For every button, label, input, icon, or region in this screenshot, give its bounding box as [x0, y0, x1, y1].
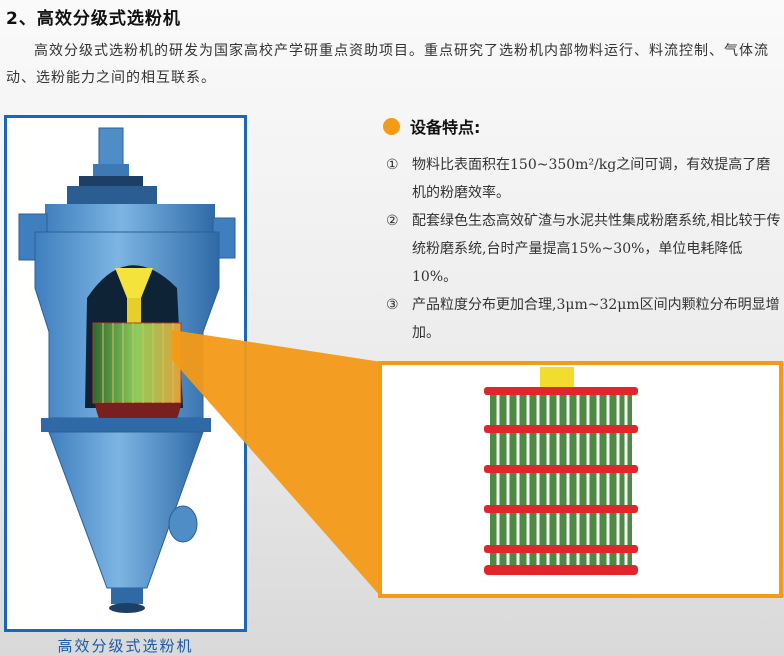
feature-number: ② — [386, 213, 399, 229]
features-title-text: 设备特点: — [410, 118, 481, 137]
separator-machine-illustration — [18, 127, 236, 613]
feature-text: 物料比表面积在150~350m²/kg之间可调，有效提高了磨机的粉磨效率。 — [412, 157, 771, 201]
feature-text: 产品粒度分布更加合理,3μm~32μm区间内颗粒分布明显增加。 — [412, 297, 780, 341]
features-title: 设备特点: — [383, 114, 480, 138]
rotor-cage-illustration — [484, 367, 638, 575]
orange-bullet-icon — [383, 117, 400, 135]
photo-caption: 高效分级式选粉机 — [57, 637, 194, 655]
features-list: ① 物料比表面积在150~350m²/kg之间可调，有效提高了磨机的粉磨效率。 … — [386, 151, 784, 347]
section-heading: 2、高效分级式选粉机 — [6, 9, 181, 29]
feature-number: ① — [386, 157, 399, 173]
feature-number: ③ — [386, 297, 399, 313]
feature-item: ② 配套绿色生态高效矿渣与水泥共性集成粉磨系统,相比较于传统粉磨系统,台时产量提… — [386, 207, 784, 291]
separator-photo-frame — [4, 115, 247, 632]
feature-item: ③ 产品粒度分布更加合理,3μm~32μm区间内颗粒分布明显增加。 — [386, 291, 784, 347]
feature-item: ① 物料比表面积在150~350m²/kg之间可调，有效提高了磨机的粉磨效率。 — [386, 151, 784, 207]
feature-text: 配套绿色生态高效矿渣与水泥共性集成粉磨系统,相比较于传统粉磨系统,台时产量提高1… — [412, 213, 781, 285]
intro-paragraph: 高效分级式选粉机的研发为国家高校产学研重点资助项目。重点研究了选粉机内部物料运行… — [6, 43, 769, 86]
cage-zoom-frame — [378, 361, 783, 598]
